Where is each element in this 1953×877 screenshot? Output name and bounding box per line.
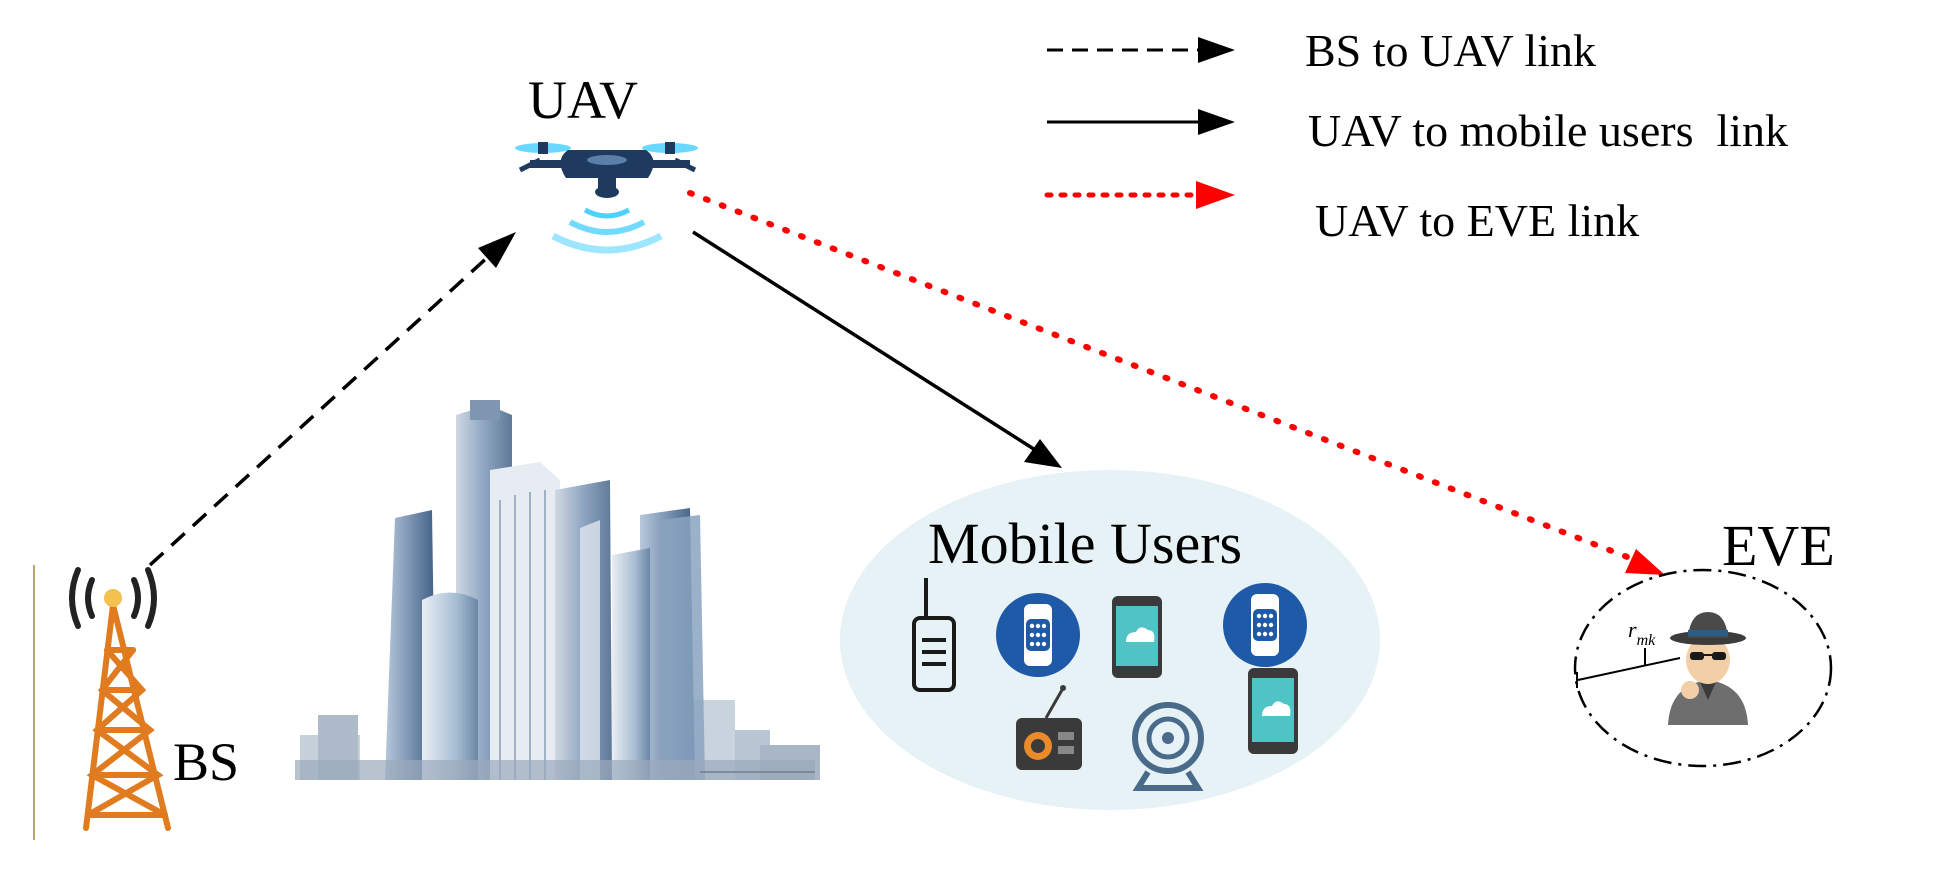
legend-arrowhead: [1198, 37, 1235, 63]
legend-item-uav-to-eve: UAV to EVE link: [1044, 181, 1639, 246]
legend-label: UAV to mobile users link: [1308, 105, 1788, 156]
link-uav-to-users: [692, 230, 1062, 468]
link-bs-to-uav: [148, 232, 516, 567]
smartphone-icon: [1248, 668, 1298, 754]
mobile-users-node: Mobile Users: [840, 470, 1380, 810]
arrowhead: [478, 232, 516, 268]
smartphone-icon: [1112, 596, 1162, 678]
eve-radius-label: rmk: [1628, 617, 1656, 649]
mobile-users-area: [840, 470, 1380, 810]
eve-node: EVE rmk: [1573, 513, 1835, 768]
link-uav-to-eve: [687, 190, 1665, 575]
drone-icon: [515, 142, 698, 198]
eve-range-circle: [1573, 568, 1833, 768]
bs-node: BS: [33, 565, 239, 840]
bs-label: BS: [173, 732, 239, 792]
smartwatch-icon: [996, 593, 1080, 677]
eavesdropper-icon: [1668, 612, 1748, 725]
legend: BS to UAV link UAV to mobile users link …: [1044, 25, 1788, 246]
arrowhead: [1024, 439, 1062, 468]
cell-tower-icon: [83, 589, 171, 831]
legend-label: UAV to EVE link: [1315, 195, 1639, 246]
uav-label: UAV: [528, 70, 638, 130]
tower-signal-icon: [69, 567, 157, 629]
eve-radius-line: [1577, 657, 1681, 681]
walkie-talkie-icon: [912, 578, 956, 692]
legend-arrowhead: [1196, 181, 1235, 209]
city-skyline-icon: [295, 400, 820, 780]
eve-label: EVE: [1722, 513, 1835, 578]
legend-label: BS to UAV link: [1305, 25, 1596, 76]
mobile-users-label: Mobile Users: [928, 511, 1242, 576]
legend-item-uav-to-users: UAV to mobile users link: [1047, 105, 1788, 156]
signal-waves-icon: [551, 207, 663, 254]
arrowhead: [1625, 549, 1665, 575]
webcam-icon: [1132, 702, 1204, 791]
legend-arrowhead: [1198, 109, 1235, 135]
antenna-tip: [104, 589, 122, 607]
radio-icon: [1016, 685, 1082, 770]
uav-node: UAV: [515, 70, 698, 254]
smartwatch-icon: [1223, 583, 1307, 667]
legend-item-bs-to-uav: BS to UAV link: [1047, 25, 1596, 76]
